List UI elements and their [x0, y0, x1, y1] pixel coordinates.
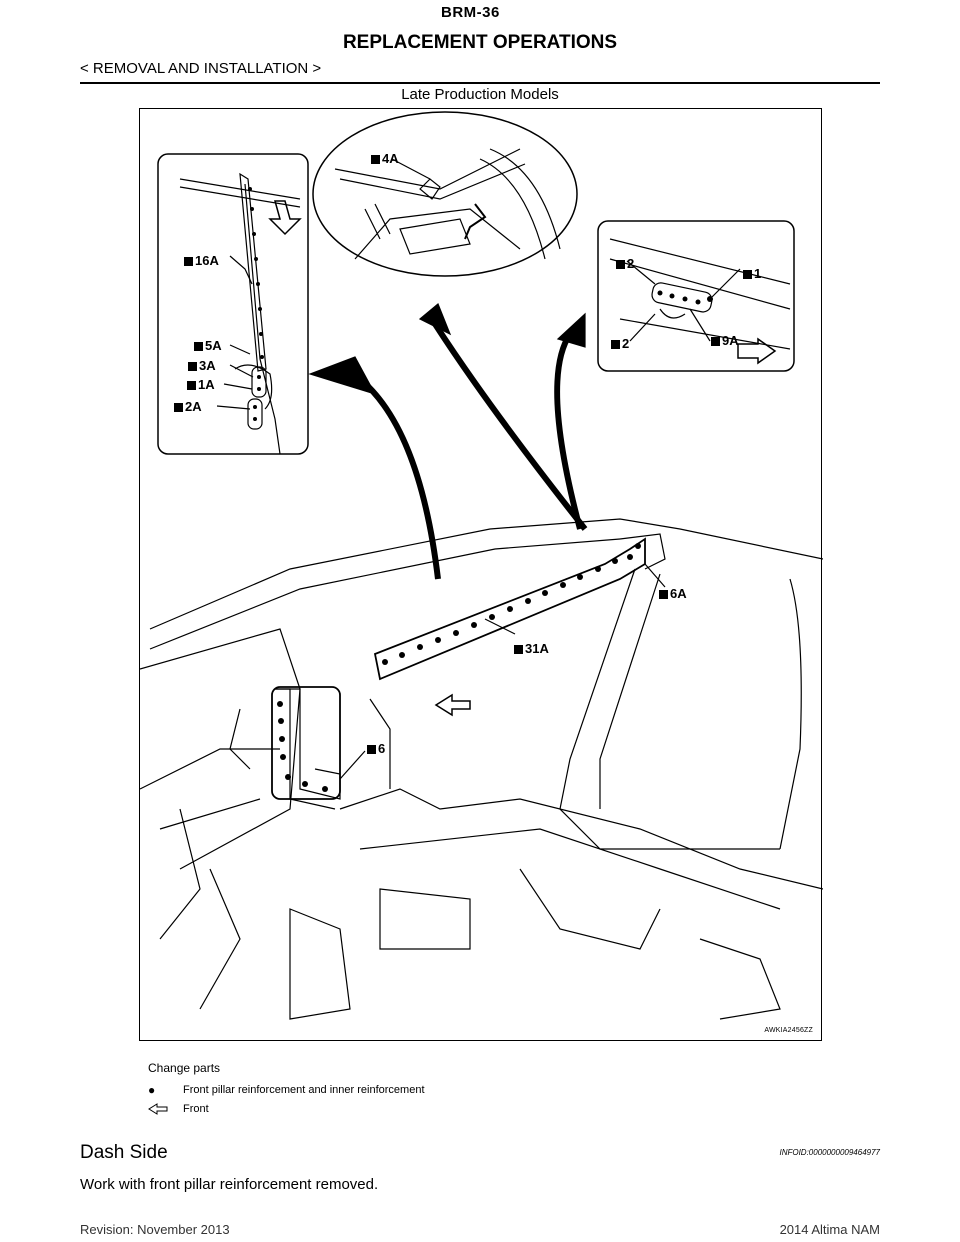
section-title: Dash Side [80, 1142, 168, 1163]
legend-heading: Change parts [148, 1061, 221, 1075]
callout-2-bottom: 2 [611, 337, 629, 351]
body-text: Work with front pillar reinforcement rem… [80, 1176, 379, 1193]
body-repair-illustration: 16A 5A 3A 1A 2A 4A 2 1 2 9A 6A 31A 6 AWK… [139, 108, 823, 1041]
figure-caption: Late Production Models [401, 86, 559, 103]
footer-revision: Revision: November 2013 [80, 1222, 230, 1237]
info-id: INFOID:0000000009464977 [779, 1148, 880, 1157]
page-title: REPLACEMENT OPERATIONS [342, 32, 618, 53]
illustration-drawing [140, 111, 823, 1020]
callout-5a: 5A [194, 339, 222, 353]
front-arrow-icon [148, 1103, 183, 1115]
bullet-icon: ● [148, 1083, 156, 1097]
legend-item-front: Front [148, 1103, 209, 1115]
footer-model: 2014 Altima NAM [779, 1222, 880, 1237]
callout-1a: 1A [187, 378, 215, 392]
page-code: BRM-36 [441, 4, 500, 21]
legend-item-bullet: ● Front pillar reinforcement and inner r… [148, 1083, 425, 1097]
header-divider [80, 82, 880, 84]
figure-id: AWKIA2456ZZ [764, 1027, 813, 1034]
callout-6a: 6A [659, 587, 687, 601]
callout-6: 6 [367, 742, 385, 756]
breadcrumb: < REMOVAL AND INSTALLATION > [80, 60, 322, 77]
callout-4a: 4A [371, 152, 399, 166]
callout-2a: 2A [174, 400, 202, 414]
callout-31a: 31A [514, 642, 549, 656]
callout-9a: 9A [711, 334, 739, 348]
callout-16a: 16A [184, 254, 219, 268]
callout-2-top: 2 [616, 257, 634, 271]
callout-1: 1 [743, 267, 761, 281]
callout-3a: 3A [188, 359, 216, 373]
